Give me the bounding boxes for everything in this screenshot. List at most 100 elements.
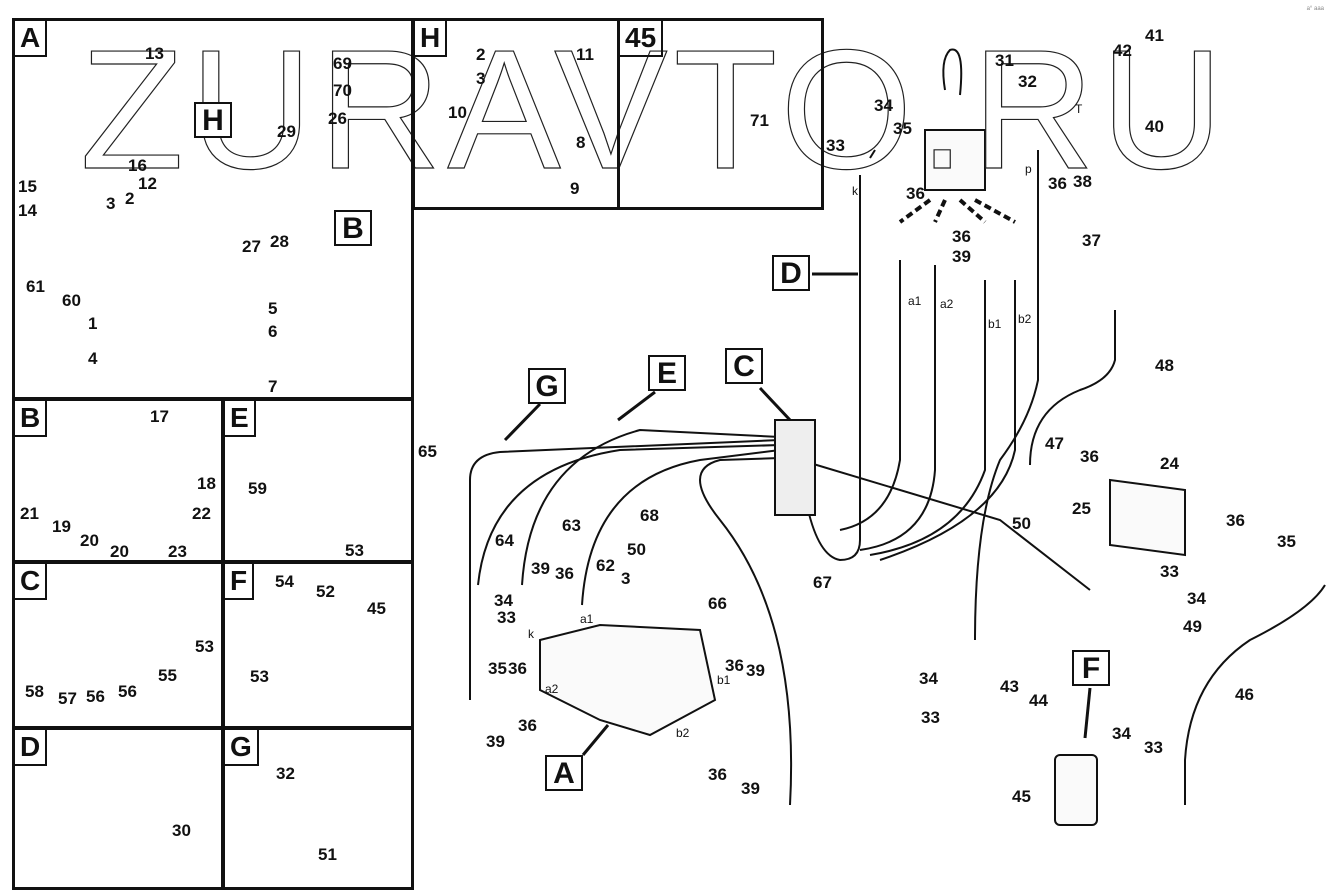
port-label: a1 [580, 612, 594, 626]
hose-50a [581, 449, 781, 606]
part-label: 39 [746, 661, 765, 680]
panel-D: D [12, 727, 224, 890]
part-label: 53 [345, 541, 364, 560]
part-label: 36 [1048, 174, 1067, 193]
part-label: 57 [58, 689, 77, 708]
part-label: 63 [562, 516, 581, 535]
port-label: a1 [908, 294, 922, 308]
part-label: 12 [138, 174, 157, 193]
panel-G: G [222, 727, 414, 890]
part-label: 32 [1018, 72, 1037, 91]
part-label: 51 [318, 845, 337, 864]
part-label: 55 [158, 666, 177, 685]
part-label: 24 [1160, 454, 1179, 473]
hose-63 [521, 428, 781, 586]
hose-50b [799, 459, 1091, 591]
hose-48 [1029, 310, 1116, 466]
part-label: 19 [52, 517, 71, 536]
part-label: 61 [26, 277, 45, 296]
part-label: 58 [25, 682, 44, 701]
part-label: 26 [328, 109, 347, 128]
part-label: 34 [1112, 724, 1131, 743]
panel-G-title: G [225, 730, 259, 766]
part-label: 50 [627, 540, 646, 559]
part-label: 34 [1187, 589, 1206, 608]
part-label: 20 [80, 531, 99, 550]
part-label: 5 [268, 299, 278, 318]
part-label: 36 [508, 659, 527, 678]
port-label: b1 [988, 317, 1002, 331]
part-label: 3 [106, 194, 116, 213]
part-label: 36 [1226, 511, 1245, 530]
callout-B: B [334, 210, 372, 246]
hose-b1 [869, 280, 986, 556]
hose-b2 [879, 280, 1016, 561]
panel-B: B [12, 398, 224, 563]
part-label: 3 [476, 69, 486, 88]
part-label: 49 [1183, 617, 1202, 636]
part-label: 33 [1160, 562, 1179, 581]
part-label: 33 [921, 708, 940, 727]
part-label: 39 [531, 559, 550, 578]
part-label: 38 [1073, 172, 1092, 191]
panel-E-title: E [225, 401, 256, 437]
part-label: 9 [570, 179, 580, 198]
part-label: 39 [741, 779, 760, 798]
part-label: 13 [145, 44, 164, 63]
part-label: 59 [248, 479, 267, 498]
hose-67 [699, 457, 793, 806]
part-label: 33 [1144, 738, 1163, 757]
part-label: 27 [242, 237, 261, 256]
part-label: 33 [826, 136, 845, 155]
part-label: 47 [1045, 434, 1064, 453]
part-label: 36 [518, 716, 537, 735]
part-label: 4 [88, 349, 98, 368]
part-label: 21 [20, 504, 39, 523]
panel-A: A [12, 18, 414, 400]
port-label: b1 [717, 673, 731, 687]
part-label: 31 [995, 51, 1014, 70]
part-label: 11 [576, 45, 594, 64]
part-label: 25 [1072, 499, 1091, 518]
hose-37 [974, 150, 1039, 641]
part-label: 30 [172, 821, 191, 840]
part-label: 71 [750, 111, 769, 130]
panel-H-title: H [415, 21, 448, 57]
callout-E: E [648, 355, 686, 391]
part-label: 36 [708, 765, 727, 784]
part-label: 16 [128, 156, 147, 175]
part-label: 60 [62, 291, 81, 310]
port-label: p [1025, 162, 1032, 176]
hose-a1 [839, 260, 901, 531]
part-label: 7 [268, 377, 278, 396]
part-label: 36 [555, 564, 574, 583]
part-label: 53 [250, 667, 269, 686]
part-label: 35 [893, 119, 912, 138]
part-label: 62 [596, 556, 615, 575]
part-label: 15 [18, 177, 37, 196]
part-label: 52 [316, 582, 335, 601]
part-label: 67 [813, 573, 832, 592]
part-label: 50 [1012, 514, 1031, 533]
part-label: 8 [576, 133, 586, 152]
callout-G: G [528, 368, 566, 404]
callout-A: A [545, 755, 583, 791]
part-label: 14 [18, 201, 37, 220]
part-label: 39 [952, 247, 971, 266]
part-label: 40 [1145, 117, 1164, 136]
part-label: 45 [367, 599, 386, 618]
part-label: 36 [725, 656, 744, 675]
part-label: 45 [1012, 787, 1031, 806]
port-label: T [1075, 102, 1083, 116]
part-label: 22 [192, 504, 211, 523]
part-label: 29 [277, 122, 296, 141]
part-label: 18 [197, 474, 216, 493]
hose-64 [477, 444, 781, 586]
panel-A-title: A [15, 21, 48, 57]
part-label: 1 [88, 314, 98, 333]
part-label: 33 [497, 608, 516, 627]
part-label: 46 [1235, 685, 1254, 704]
part-label: 34 [494, 591, 513, 610]
